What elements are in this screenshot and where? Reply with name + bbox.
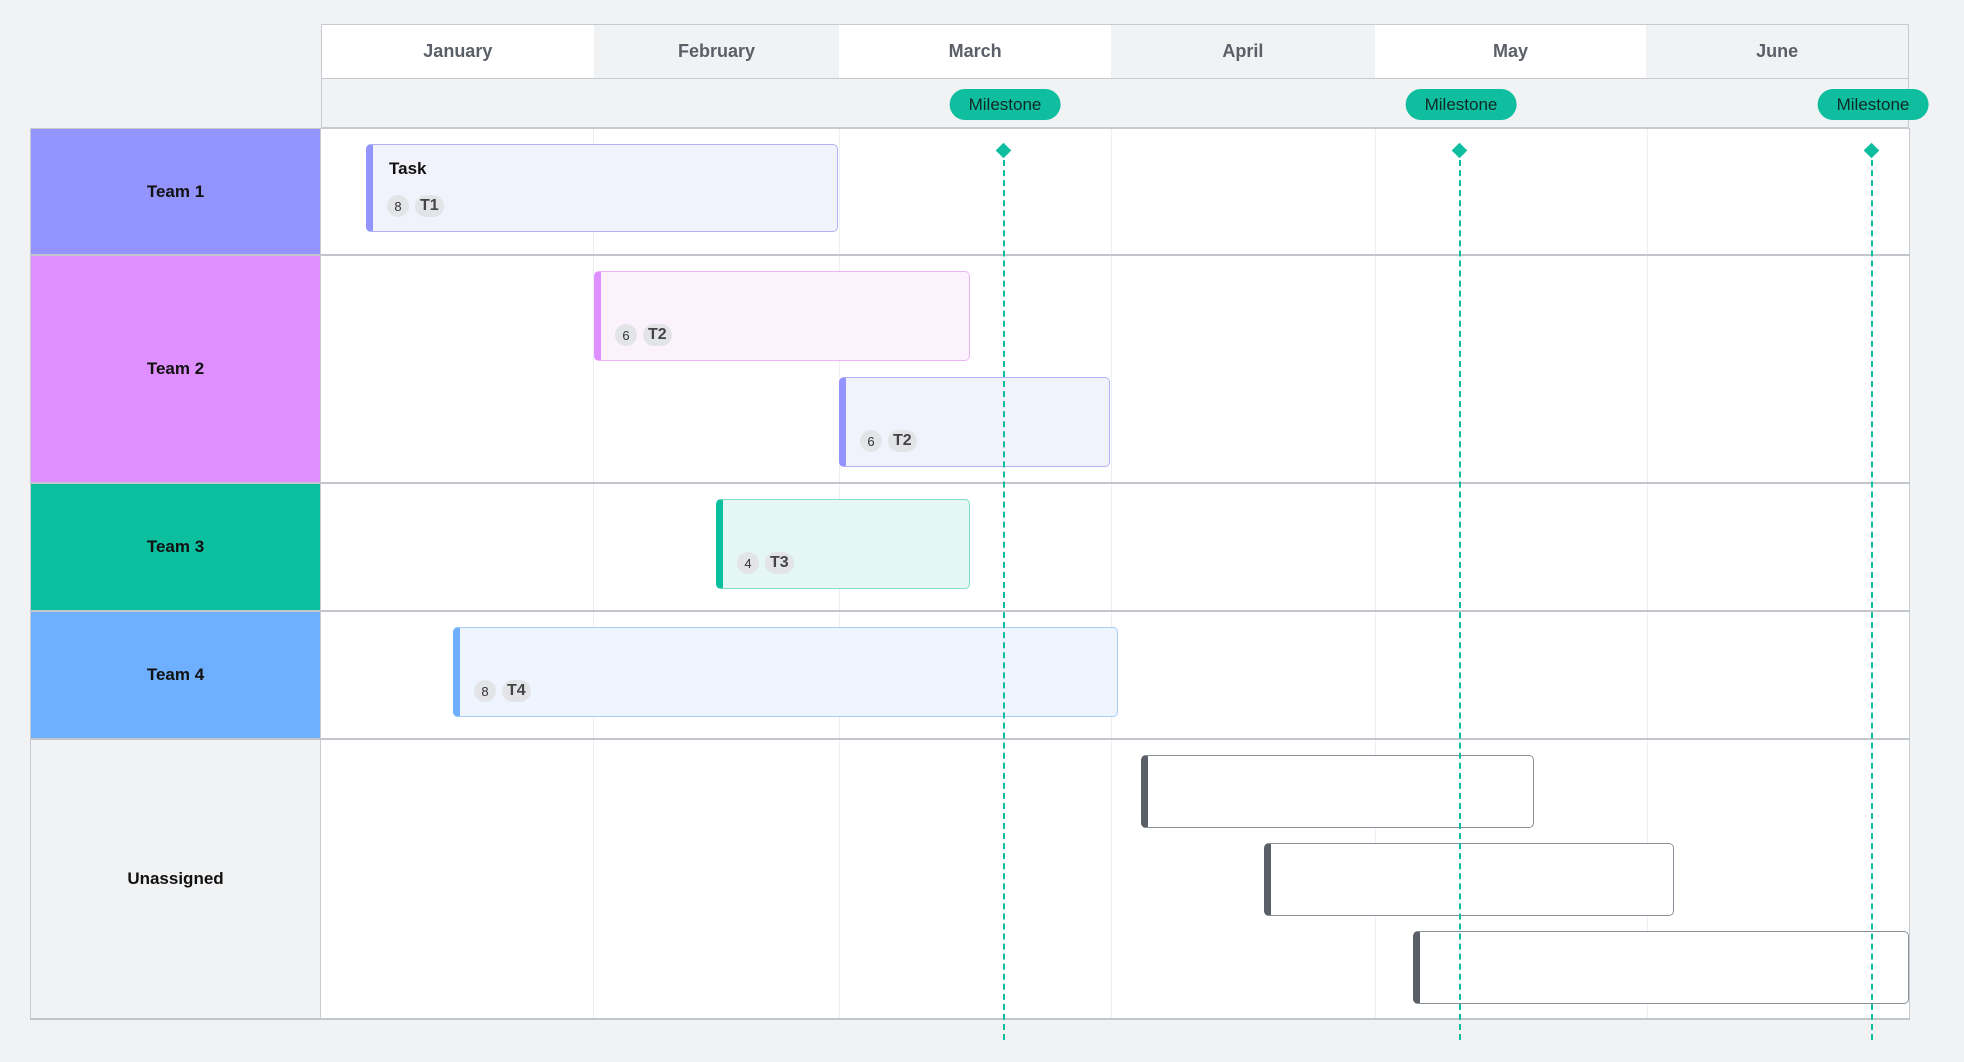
gantt-chart: January February March April May June Mi… [30,24,1929,1040]
timeline-lane: 4 T3 [321,484,1910,610]
milestone-badge[interactable]: Milestone [1817,89,1929,120]
month-april: April [1111,25,1375,78]
milestone-badge[interactable]: Milestone [1405,89,1517,120]
task-bar[interactable]: 8 T4 [453,627,1118,717]
month-june: June [1646,25,1908,78]
team-label: Team 3 [30,484,321,610]
team-rows: Team 1 Task 8 T1 Team 2 6 T2 [30,128,1910,1020]
month-gridline [1375,129,1376,254]
month-february: February [593,25,840,78]
task-bar[interactable] [1141,755,1534,828]
milestone-line [1003,150,1005,1040]
team-label: Unassigned [30,740,321,1018]
team-label: Team 4 [30,612,321,738]
timeline-lane: Task 8 T1 [321,129,1910,254]
month-gridline [839,129,840,254]
team-label: Team 1 [30,129,321,254]
month-january: January [423,41,493,61]
task-count-badge: 6 [860,430,882,452]
month-gridline [593,256,594,482]
month-gridline [593,740,594,1018]
task-tag: T1 [415,195,444,217]
month-may: May [1492,41,1528,61]
team-row: Unassigned [30,740,1910,1020]
milestone-line [1871,150,1873,1040]
month-gridline [1111,256,1112,482]
month-gridline [1375,256,1376,482]
month-gridline [1647,612,1648,738]
team-row: Team 1 Task 8 T1 [30,128,1910,256]
milestone-row: Milestone Milestone Milestone [321,78,1929,128]
timeline-lane: 8 T4 [321,612,1910,738]
month-gridline [1647,256,1648,482]
team-row: Team 2 6 T2 6 T2 [30,256,1910,484]
month-gridline [839,740,840,1018]
milestone-line [1459,150,1461,1040]
task-bar[interactable]: Task 8 T1 [366,144,838,232]
month-gridline [1375,612,1376,738]
task-count-badge: 8 [474,680,496,702]
team-label: Team 2 [30,256,321,482]
month-gridline [1111,129,1112,254]
team-row: Team 4 8 T4 [30,612,1910,740]
task-tag: T4 [502,680,531,702]
team-row: Team 3 4 T3 [30,484,1910,612]
task-bar[interactable]: 6 T2 [594,271,970,361]
month-gridline [1375,484,1376,610]
month-header: January February March April May June [321,24,1909,78]
month-gridline [839,256,840,482]
timeline-lane [321,740,1910,1018]
task-tag: T2 [888,430,917,452]
task-count-badge: 8 [387,195,409,217]
month-gridline [1111,740,1112,1018]
task-count-badge: 6 [615,324,637,346]
month-gridline [1647,484,1648,610]
task-bar[interactable]: 6 T2 [839,377,1110,467]
month-march: March [948,41,1002,61]
task-tag: T3 [765,552,794,574]
task-bar[interactable]: 4 T3 [716,499,970,589]
month-gridline [1111,484,1112,610]
month-gridline [593,484,594,610]
month-gridline [1647,129,1648,254]
milestone-badge[interactable]: Milestone [949,89,1061,120]
timeline-lane: 6 T2 6 T2 [321,256,1910,482]
task-bar[interactable] [1413,931,1909,1004]
task-count-badge: 4 [737,552,759,574]
task-bar[interactable] [1264,843,1674,916]
task-title: Task [389,159,427,178]
task-tag: T2 [643,324,672,346]
